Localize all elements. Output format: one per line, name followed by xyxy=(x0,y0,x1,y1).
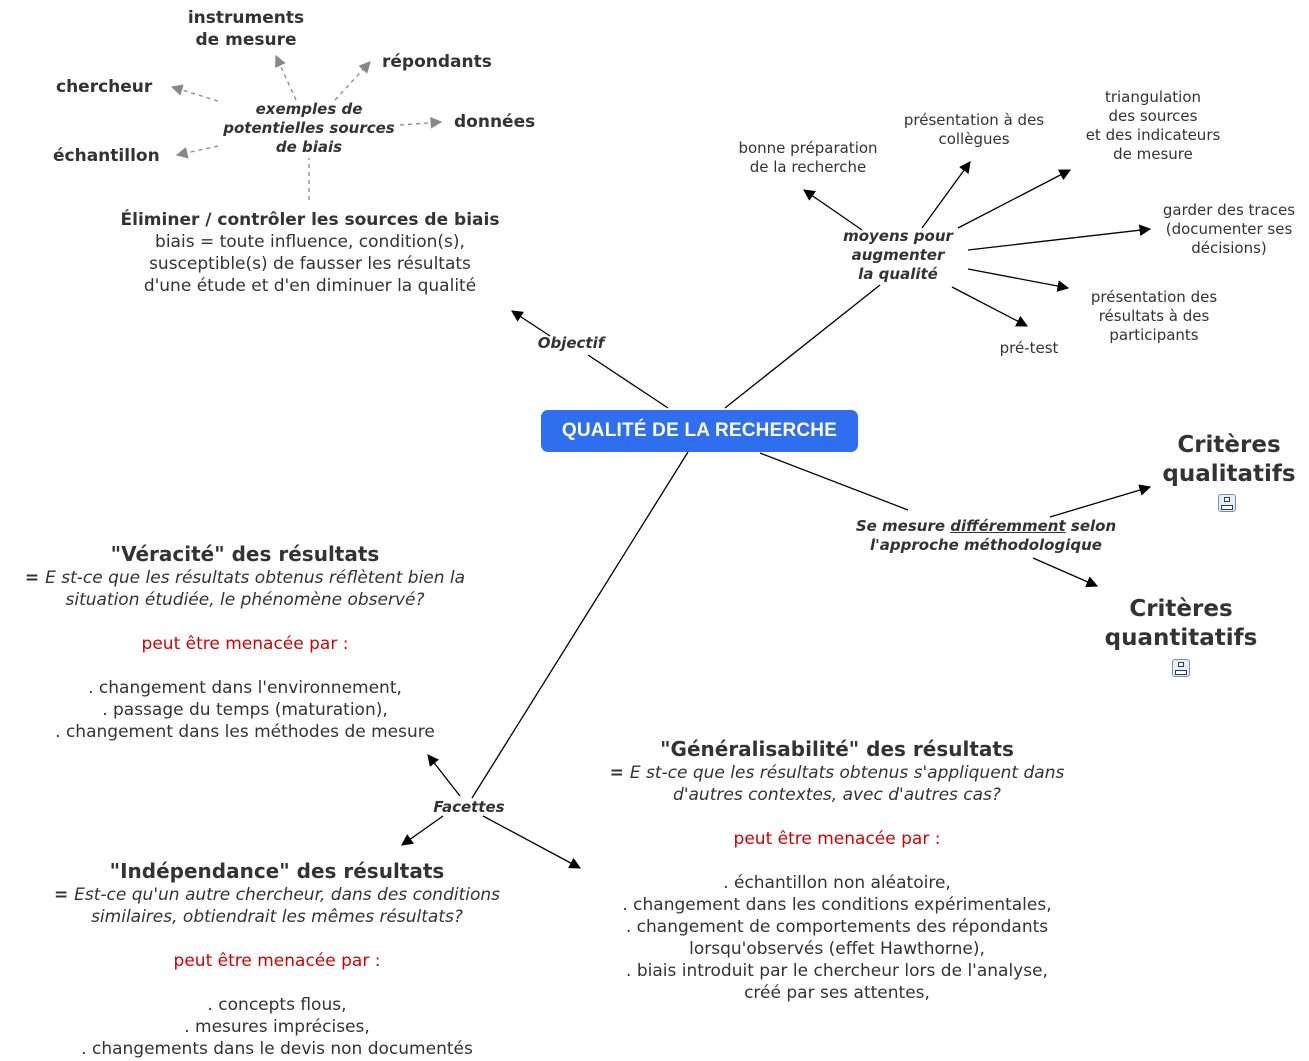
moyen-line: garder des traces xyxy=(1162,201,1296,219)
moyens-label-line: moyens pour xyxy=(843,227,953,245)
moyen-line: de la recherche xyxy=(749,158,867,176)
example-repondants[interactable]: répondants xyxy=(382,52,492,72)
objectif-line: susceptible(s) de fausser les résultats xyxy=(149,254,471,274)
question-text: situation étudiée, le phénomène observé? xyxy=(65,590,425,610)
moyen-line: triangulation xyxy=(1104,88,1202,106)
question-prefix: = xyxy=(24,568,46,588)
moyens-label-line: augmenter xyxy=(851,246,945,264)
threat-item: lorsqu'observés (effet Hawthorne), xyxy=(689,939,985,959)
mesure-label-line1: Se mesure différemment selon xyxy=(832,517,1140,536)
threat-label: peut être menacée par : xyxy=(733,829,941,849)
facette-generalisabilite[interactable]: "Généralisabilité" des résultats = E st-… xyxy=(580,736,1094,1004)
example-instruments-line: de mesure xyxy=(195,30,297,50)
generalisabilite-question: = E st-ce que les résultats obtenus s'ap… xyxy=(580,762,1094,784)
independance-question: = Est-ce qu'un autre chercheur, dans des… xyxy=(20,884,534,906)
moyen-line: et des indicateurs xyxy=(1085,126,1221,144)
question-text: similaires, obtiendrait les mêmes résult… xyxy=(91,907,463,927)
objectif-line: d'une étude et d'en diminuer la qualité xyxy=(143,276,477,296)
moyen-bonne-preparation[interactable]: bonne préparation de la recherche xyxy=(722,139,894,177)
objectif-line: biais = toute influence, condition(s), xyxy=(155,232,465,252)
example-instruments[interactable]: instruments de mesure xyxy=(160,7,332,51)
threat-item: . changement dans les méthodes de mesure xyxy=(55,722,435,742)
mesure-label-line2: l'approche méthodologique xyxy=(870,536,1102,554)
question-prefix: = xyxy=(609,763,630,783)
example-echantillon[interactable]: échantillon xyxy=(53,146,160,166)
moyen-line: participants xyxy=(1109,326,1199,344)
threat-item: . changement dans l'environnement, xyxy=(88,678,402,698)
moyen-line: résultats à des xyxy=(1098,307,1210,325)
examples-label-line: potentielles sources xyxy=(223,119,395,137)
example-chercheur[interactable]: chercheur xyxy=(56,77,153,97)
moyen-presentation-participants[interactable]: présentation des résultats à des partici… xyxy=(1078,288,1230,345)
link-label-facettes: Facettes xyxy=(433,798,505,816)
threat-item: créé par ses attentes, xyxy=(744,983,930,1003)
generalisabilite-title: "Généralisabilité" des résultats xyxy=(660,737,1014,761)
threat-item: . échantillon non aléatoire, xyxy=(723,873,951,893)
moyen-line: décisions) xyxy=(1191,239,1267,257)
example-instruments-line: instruments xyxy=(187,8,305,28)
moyen-line: des sources xyxy=(1108,107,1198,125)
moyen-pre-test[interactable]: pré-test xyxy=(999,339,1059,357)
examples-label-line: de biais xyxy=(275,138,343,156)
subtree-map-icon[interactable] xyxy=(1172,659,1190,677)
moyen-line: présentation des xyxy=(1090,288,1218,306)
threat-label: peut être menacée par : xyxy=(141,634,349,654)
example-donnees[interactable]: données xyxy=(454,112,536,132)
veracite-title: "Véracité" des résultats xyxy=(110,542,380,566)
threat-item: . passage du temps (maturation), xyxy=(102,700,388,720)
question-text: d'autres contextes, avec d'autres cas? xyxy=(673,785,1001,805)
veracite-question: = E st-ce que les résultats obtenus réfl… xyxy=(0,567,490,589)
mesure-label-part: Se mesure xyxy=(855,517,946,535)
criteres-qualitatifs-line: Critères xyxy=(1177,432,1281,458)
threat-label: peut être menacée par : xyxy=(173,951,381,971)
criteres-qualitatifs[interactable]: Critères qualitatifs xyxy=(1148,431,1309,489)
link-label-objectif: Objectif xyxy=(537,334,605,352)
criteres-quantitatifs-line: Critères xyxy=(1129,596,1233,622)
moyen-line: collègues xyxy=(938,130,1010,148)
threat-item: . mesures imprécises, xyxy=(184,1017,370,1037)
central-topic[interactable]: QUALITÉ DE LA RECHERCHE xyxy=(541,410,858,452)
threat-item: . biais introduit par le chercheur lors … xyxy=(626,961,1048,981)
criteres-quantitatifs-line: quantitatifs xyxy=(1104,625,1258,651)
moyen-line: (documenter ses xyxy=(1165,220,1293,238)
mesure-label[interactable]: Se mesure différemment selon l'approche … xyxy=(832,517,1140,555)
moyen-garder-traces[interactable]: garder des traces (documenter ses décisi… xyxy=(1150,201,1308,258)
moyen-line: présentation à des xyxy=(903,111,1045,129)
threat-item: . changement de comportements des répond… xyxy=(625,917,1049,937)
threat-item: . concepts flous, xyxy=(207,995,347,1015)
threat-item: . changement dans les conditions expérim… xyxy=(622,895,1052,915)
examples-label[interactable]: exemples de potentielles sources de biai… xyxy=(205,100,413,157)
moyen-presentation-collegues[interactable]: présentation à des collègues xyxy=(888,111,1060,149)
objectif-title: Éliminer / contrôler les sources de biai… xyxy=(120,210,500,230)
independance-title: "Indépendance" des résultats xyxy=(109,859,445,883)
criteres-quantitatifs[interactable]: Critères quantitatifs xyxy=(1096,595,1266,653)
question-text: E st-ce que les résultats obtenus s'appl… xyxy=(629,763,1065,783)
moyen-triangulation[interactable]: triangulation des sources et des indicat… xyxy=(1072,88,1234,164)
threat-item: . changements dans le devis non document… xyxy=(81,1039,473,1059)
moyens-label-line: la qualité xyxy=(858,265,938,283)
question-text: Est-ce qu'un autre chercheur, dans des c… xyxy=(74,885,501,905)
question-prefix: = xyxy=(53,885,75,905)
question-text: E st-ce que les résultats obtenus réflèt… xyxy=(45,568,466,588)
criteres-qualitatifs-line: qualitatifs xyxy=(1162,461,1296,487)
mesure-label-part: selon xyxy=(1070,517,1117,535)
subtree-map-icon[interactable] xyxy=(1218,494,1236,512)
examples-label-line: exemples de xyxy=(255,100,363,118)
facette-veracite[interactable]: "Véracité" des résultats = E st-ce que l… xyxy=(0,541,490,743)
mesure-label-underlined: différemment xyxy=(950,517,1066,535)
moyens-label[interactable]: moyens pour augmenter la qualité xyxy=(832,227,964,284)
moyen-line: de mesure xyxy=(1113,145,1193,163)
objectif-topic[interactable]: Éliminer / contrôler les sources de biai… xyxy=(80,209,540,297)
facette-independance[interactable]: "Indépendance" des résultats = Est-ce qu… xyxy=(20,858,534,1060)
moyen-line: bonne préparation xyxy=(738,139,878,157)
